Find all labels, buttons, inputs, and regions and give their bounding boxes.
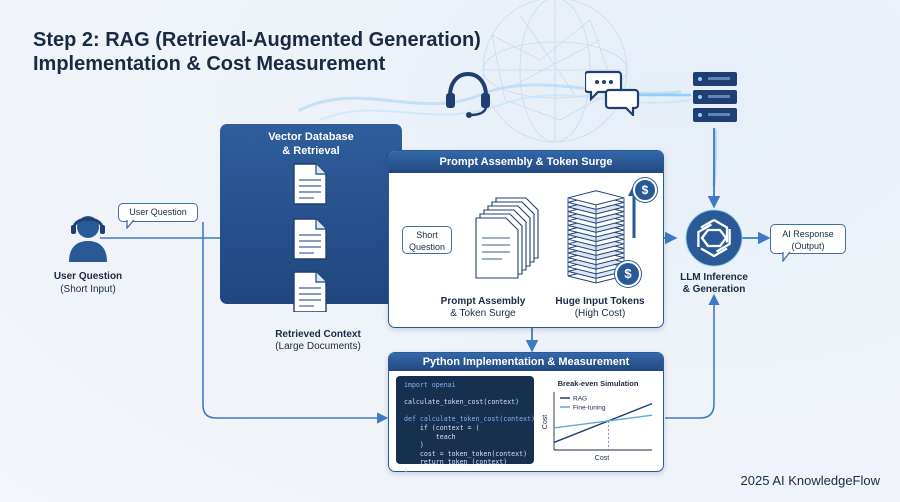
ai-response-bubble: AI Response (Output)	[770, 224, 846, 254]
server-icon	[693, 72, 737, 122]
code-line: teach	[404, 432, 456, 441]
code-line: calculate_token_cost(context)	[404, 398, 520, 407]
code-block: import openai calculate_token_cost(conte…	[396, 376, 543, 476]
code-line: return token_(context)	[404, 458, 508, 467]
python-panel-header: Python Implementation & Measurement	[422, 356, 630, 368]
vector-db-header-line2: & Retrieval	[282, 145, 340, 157]
code-line	[404, 390, 534, 399]
globe-decoration	[482, 0, 628, 143]
legend-label: RAG	[573, 396, 587, 403]
stacked-documents-icon	[475, 197, 539, 279]
code-line: def calculate_token_cost(context) {	[404, 415, 543, 424]
series-line-rag	[553, 402, 653, 444]
prompt-panel-header: Prompt Assembly & Token Surge	[439, 156, 613, 168]
llm-sublabel: & Generation	[682, 284, 746, 295]
chat-bubbles-icon	[585, 70, 640, 116]
code-line: import openai	[404, 381, 456, 389]
code-line	[404, 407, 534, 416]
chart-y-label: Cost	[542, 415, 549, 429]
title-line-2: Implementation & Cost Measurement	[33, 53, 386, 75]
python-panel-header-bar	[389, 353, 663, 371]
user-avatar-icon	[69, 216, 107, 262]
legend-label: Fine-tuning	[573, 405, 606, 412]
series-line-fine-tuning	[553, 414, 653, 429]
page-title: Step 2: RAG (Retrieval-Augmented Generat…	[33, 28, 481, 76]
retrieved-context-sublabel: (Large Documents)	[275, 341, 361, 352]
code-line: }	[404, 466, 408, 475]
code-line: )	[404, 441, 424, 450]
user-question-bubble: User Question	[118, 203, 198, 222]
chart-title: Break-even Simulation	[558, 379, 639, 388]
prompt-assembly-sublabel: & Token Surge	[450, 308, 516, 319]
title-line-1: Step 2: RAG (Retrieval-Augmented Generat…	[33, 29, 481, 51]
llm-model-icon	[685, 209, 743, 267]
ai-response-line1: AI Response	[782, 229, 834, 239]
user-sublabel: (Short Input)	[60, 284, 116, 295]
code-line: if (context = (	[404, 423, 480, 432]
short-question-line2: Question	[408, 242, 446, 252]
code-editor: import openai calculate_token_cost(conte…	[396, 376, 543, 475]
retrieved-documents-icons	[293, 163, 327, 312]
headset-icon	[446, 71, 490, 118]
dollar-coin-icon: $	[615, 261, 641, 287]
huge-tokens-sublabel: (High Cost)	[574, 308, 626, 319]
token-stack-icon	[567, 184, 640, 284]
huge-tokens-label: Huge Input Tokens	[555, 296, 645, 307]
vector-database-header: Vector Database & Retrieval	[220, 130, 402, 158]
footer-credit: 2025 AI KnowledgeFlow	[740, 473, 880, 488]
ai-response-line2: (Output)	[791, 241, 825, 251]
retrieved-context-label: Retrieved Context	[275, 329, 361, 340]
user-label: User Question	[53, 271, 123, 282]
document-icon	[293, 271, 327, 312]
llm-label: LLM Inference	[680, 272, 748, 283]
code-line: cost = token_token(context)	[404, 449, 528, 458]
short-question-bubble: Short Question	[402, 226, 452, 254]
document-icon	[293, 218, 327, 260]
prompt-assembly-label: Prompt Assembly	[440, 296, 526, 307]
vector-db-header-line1: Vector Database	[268, 131, 354, 143]
bubble-tail	[782, 252, 791, 262]
short-question-line1: Short	[416, 230, 438, 240]
prompt-panel-header-bar	[389, 151, 663, 173]
break-even-chart: Break-even Simulation Cost Cost RAG Fine-…	[538, 376, 658, 464]
dollar-coin-icon: $	[633, 178, 657, 202]
document-icon	[293, 163, 327, 205]
chart-x-label: Cost	[595, 455, 609, 462]
bubble-tail	[126, 220, 135, 229]
